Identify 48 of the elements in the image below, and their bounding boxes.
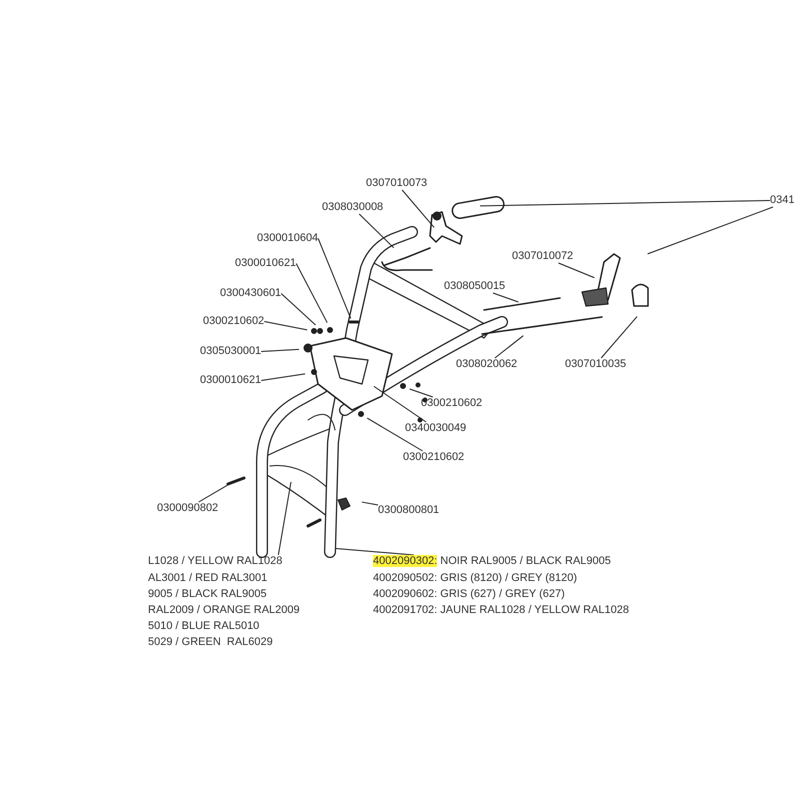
part-number: 0308030008 — [322, 201, 384, 214]
color-code-line: L1028 / YELLOW RAL1028 — [148, 555, 282, 568]
leader-line — [198, 482, 234, 502]
part-number: 0300800801 — [378, 504, 440, 517]
part-number: 0300010621 — [200, 374, 262, 387]
leader-line — [402, 190, 435, 228]
leader-line — [296, 263, 328, 324]
color-code-line: AL3001 / RED RAL3001 — [148, 572, 268, 585]
part-number: 0300010604 — [257, 232, 318, 245]
part-number: 0300090802 — [157, 502, 218, 515]
part-number: 0341 — [770, 194, 794, 207]
leader-line — [361, 502, 378, 506]
part-number: 0307010072 — [512, 250, 574, 263]
part-number: 0307010035 — [565, 358, 626, 371]
part-number: 0305030001 — [200, 345, 262, 358]
color-code-line: 4002091702: JAUNE RAL1028 / YELLOW RAL1028 — [373, 604, 630, 617]
part-number: 0340030049 — [405, 422, 466, 435]
color-code-line: 5010 / BLUE RAL5010 — [148, 620, 260, 633]
part-number: 0300010621 — [235, 257, 296, 270]
part-number: 0300430601 — [220, 287, 282, 300]
leader-line — [335, 548, 414, 556]
leader-line — [494, 335, 524, 358]
part-number: 0307010073 — [366, 177, 428, 190]
part-number: 0308050015 — [444, 280, 506, 293]
color-code-line: 4002090302: NOIR RAL9005 / BLACK RAL9005 — [373, 555, 611, 568]
color-code-line: 4002090502: GRIS (8120) / GREY (8120) — [373, 572, 578, 585]
leader-line — [260, 348, 300, 352]
leader-line — [264, 321, 308, 330]
leader-line — [647, 206, 774, 254]
leader-line — [492, 292, 519, 302]
color-code-line: 5029 / GREEN RAL6029 — [148, 636, 273, 649]
color-code-line: 9005 / BLACK RAL9005 — [148, 588, 267, 601]
color-code-line: RAL2009 / ORANGE RAL2009 — [148, 604, 300, 617]
leader-line — [600, 316, 638, 358]
color-code-line: 4002090602: GRIS (627) / GREY (627) — [373, 588, 565, 601]
leader-line — [373, 386, 427, 422]
part-number: 0300210602 — [203, 315, 264, 328]
leader-line — [480, 200, 770, 206]
leader-line — [318, 238, 352, 319]
leader-line — [280, 293, 316, 326]
leader-line — [278, 481, 292, 556]
part-number: 0300210602 — [403, 451, 464, 464]
leader-line — [260, 373, 306, 381]
leader-line — [409, 388, 434, 398]
leader-line — [558, 262, 595, 278]
leader-line — [358, 214, 394, 248]
leader-line — [366, 418, 424, 452]
part-number: 0308020062 — [456, 358, 518, 371]
